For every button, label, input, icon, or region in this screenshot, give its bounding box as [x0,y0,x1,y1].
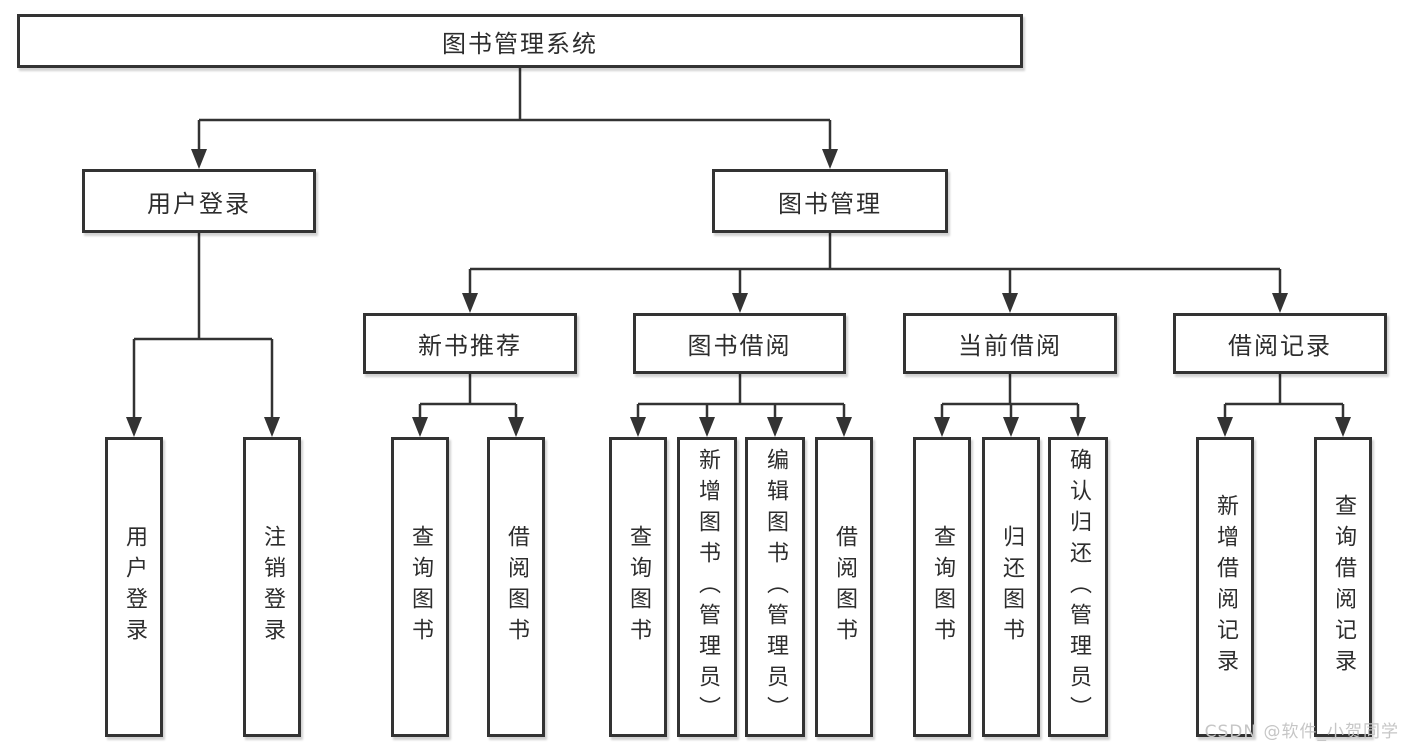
node-label: 借阅图书 [504,525,529,649]
node-new-book-recommendation: 新书推荐 [363,313,577,374]
leaf-search-books-borrowing: 查询图书 [609,437,667,737]
node-book-borrowing: 图书借阅 [633,313,846,374]
node-label: 查询借阅记录 [1331,494,1356,680]
leaf-search-books-recommend: 查询图书 [391,437,449,737]
node-label: 归还图书 [999,525,1024,649]
leaf-edit-books-admin: 编辑图书（管理员） [745,437,805,737]
node-label: 查询图书 [408,525,433,649]
node-label: 编辑图书（管理员） [763,447,788,727]
node-label: 新增图书（管理员） [695,447,720,727]
leaf-return-books: 归还图书 [982,437,1040,737]
leaf-add-books-admin: 新增图书（管理员） [677,437,737,737]
node-label: 查询图书 [930,525,955,649]
node-label: 借阅记录 [1228,332,1332,360]
node-label: 用户登录 [147,189,251,218]
node-label: 图书管理系统 [442,29,598,58]
leaf-logout-login: 注销登录 [243,437,301,737]
node-borrowing-records: 借阅记录 [1173,313,1387,374]
node-current-borrowing: 当前借阅 [903,313,1117,374]
node-label: 图书借阅 [687,332,792,360]
node-label: 注销登录 [260,525,285,649]
node-label: 确认归还（管理员） [1066,447,1091,727]
node-user-login: 用户登录 [82,169,316,233]
watermark: CSDN @软件_小贺同学 [1204,722,1399,742]
leaf-confirm-return-admin: 确认归还（管理员） [1048,437,1108,737]
leaf-add-borrow-record: 新增借阅记录 [1196,437,1254,737]
node-label: 新增借阅记录 [1213,494,1238,680]
leaf-search-books-current: 查询图书 [913,437,971,737]
node-label: 当前借阅 [958,332,1062,360]
arrowheads [126,149,1351,437]
node-label: 借阅图书 [832,525,857,649]
leaf-search-borrow-record: 查询借阅记录 [1314,437,1372,737]
node-label: 查询图书 [626,525,651,649]
node-label: 用户登录 [122,525,147,649]
leaf-borrow-books: 借阅图书 [815,437,873,737]
node-label: 图书管理 [778,189,882,218]
node-library-management-system: 图书管理系统 [17,14,1023,68]
node-book-management: 图书管理 [712,169,948,233]
leaf-user-login: 用户登录 [105,437,163,737]
leaf-borrow-books-recommend: 借阅图书 [487,437,545,737]
node-label: 新书推荐 [418,332,522,360]
